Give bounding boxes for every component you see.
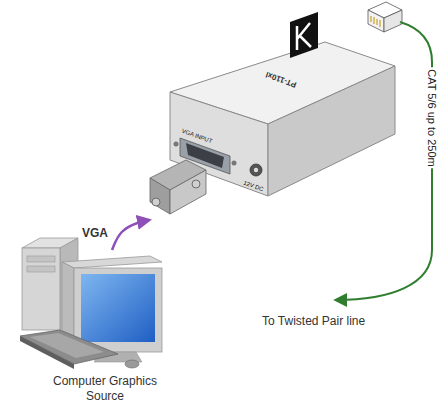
vga-plug [150, 160, 206, 214]
model-name: PT-110xl [264, 70, 297, 89]
cable-length-label: CAT 5/6 up to 250m [426, 67, 438, 168]
rj45-connector [368, 2, 402, 32]
twisted-pair-cable [336, 22, 432, 300]
vga-cable [112, 220, 149, 250]
edge-label: VGA [80, 226, 110, 240]
port-label: VGA INPUT [181, 128, 213, 145]
port-label: 12V DC [243, 180, 265, 193]
node-caption: Computer Graphics Source [46, 374, 164, 404]
cable-destination-label: To Twisted Pair line [262, 314, 365, 328]
keyboard [20, 330, 139, 369]
transmitter-device: PT-110xlVGA INPUT 12V DC [145, 5, 397, 220]
computer-source: Computer Graphics Source [20, 250, 190, 407]
transmitter-housing [170, 12, 395, 196]
